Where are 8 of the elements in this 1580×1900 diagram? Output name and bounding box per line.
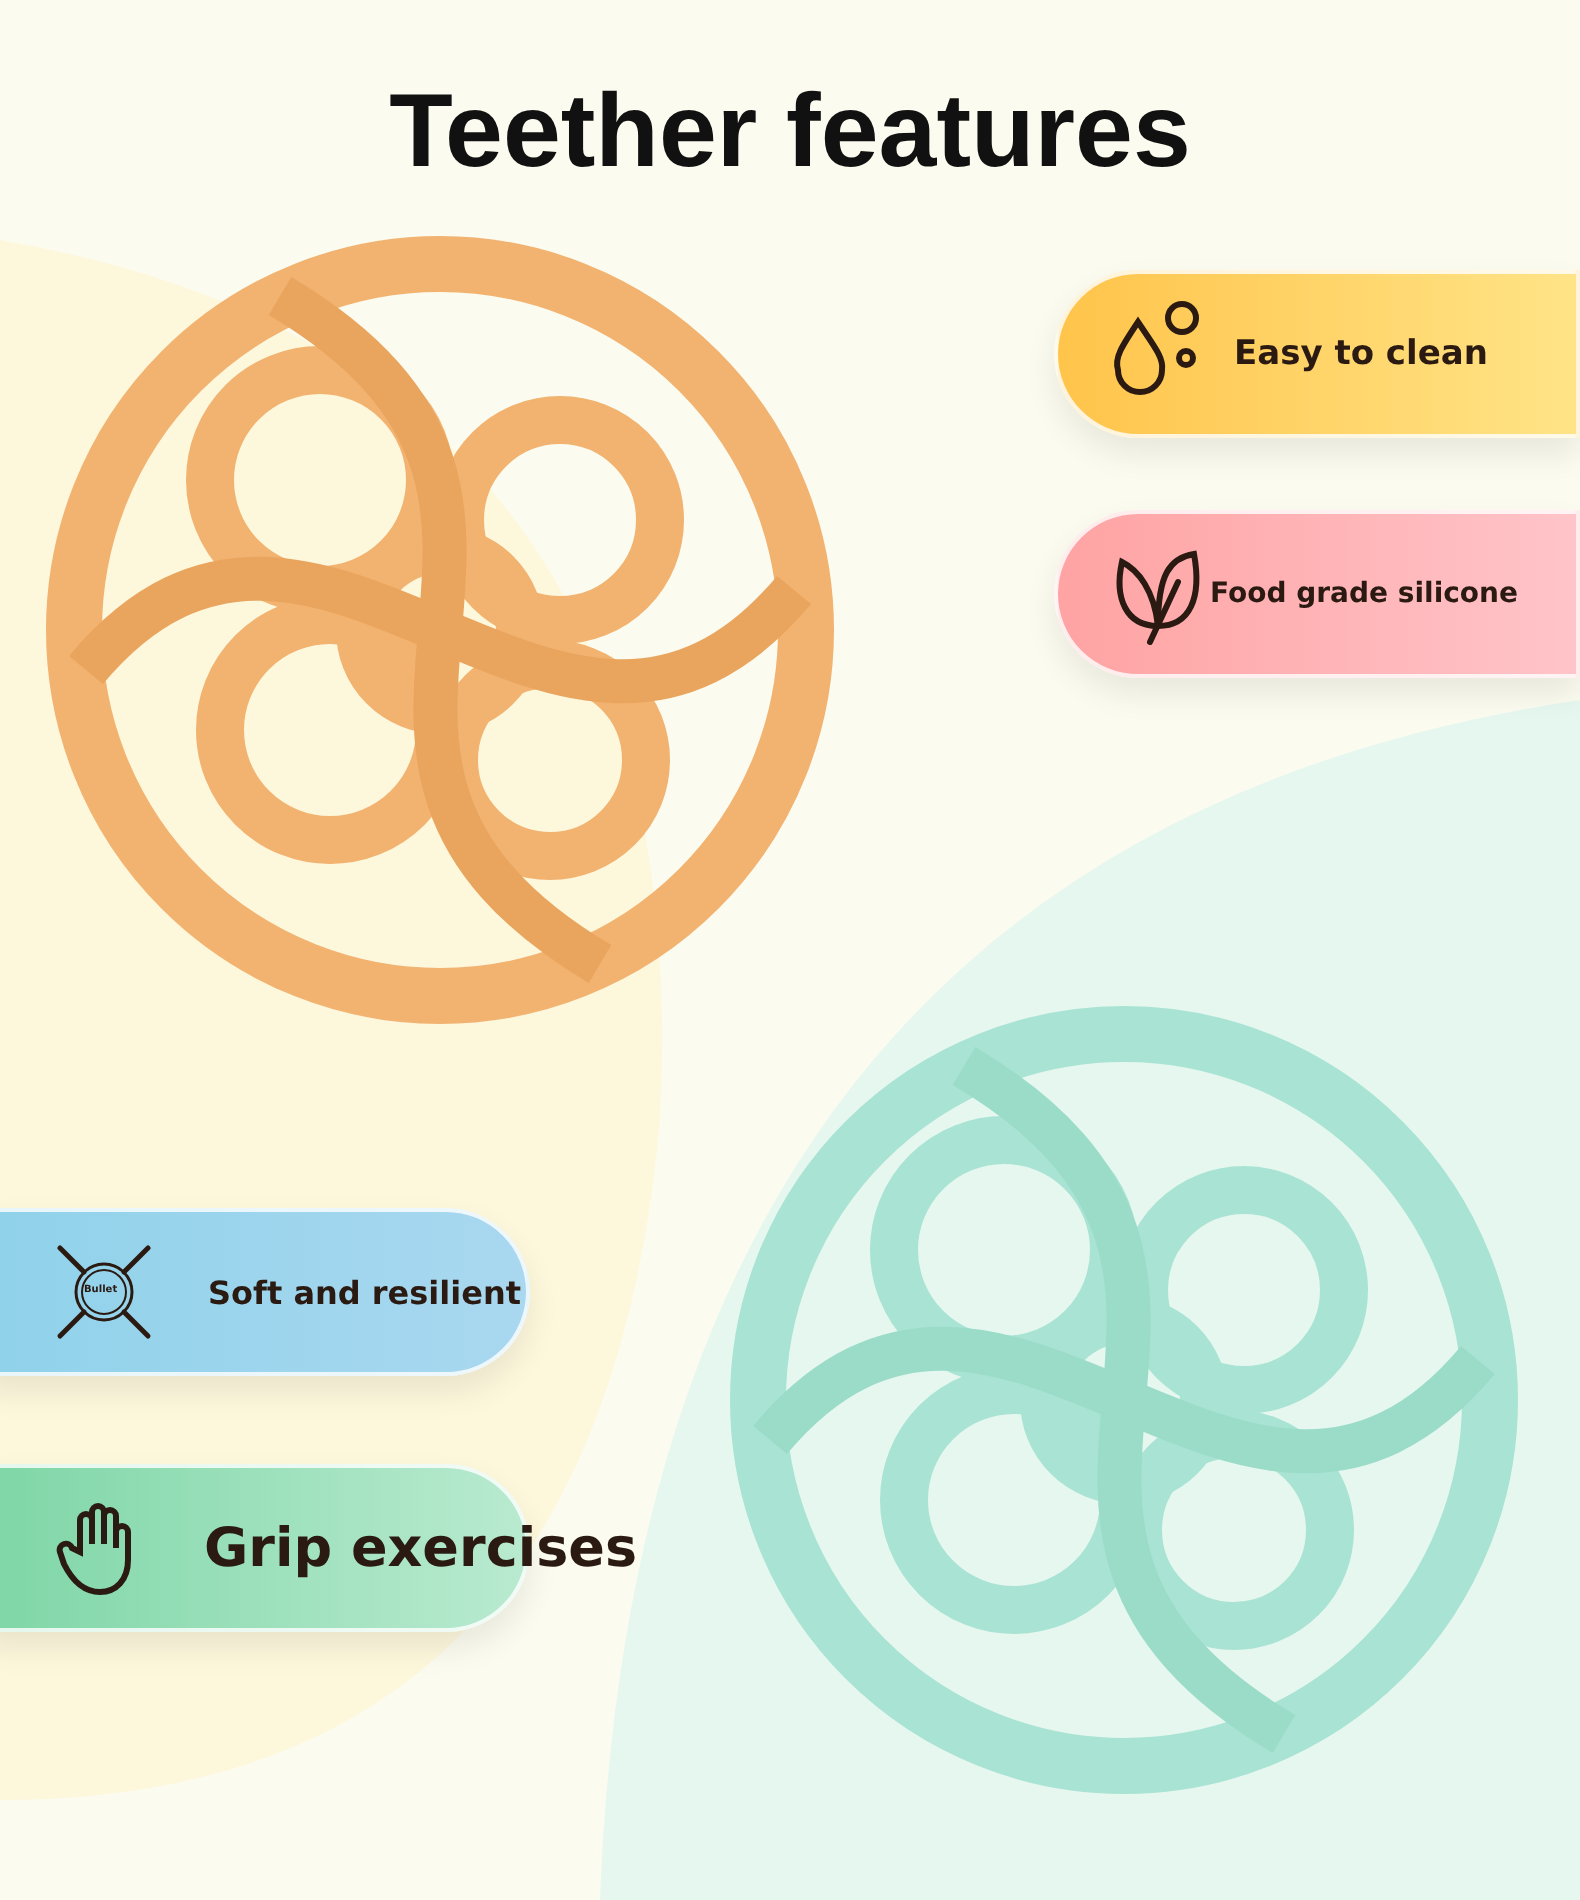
feature-pill [1054, 270, 1580, 438]
feature-text: Grip exercises [204, 1517, 638, 1579]
title: Teether features [387, 72, 1193, 192]
feature-pill [1054, 510, 1580, 678]
feature-text: Soft and resilient [208, 1273, 522, 1311]
feature-pill [0, 1208, 530, 1376]
feature-text: Easy to clean [1234, 334, 1488, 374]
feature-text: Food grade silicone [1210, 578, 1518, 610]
